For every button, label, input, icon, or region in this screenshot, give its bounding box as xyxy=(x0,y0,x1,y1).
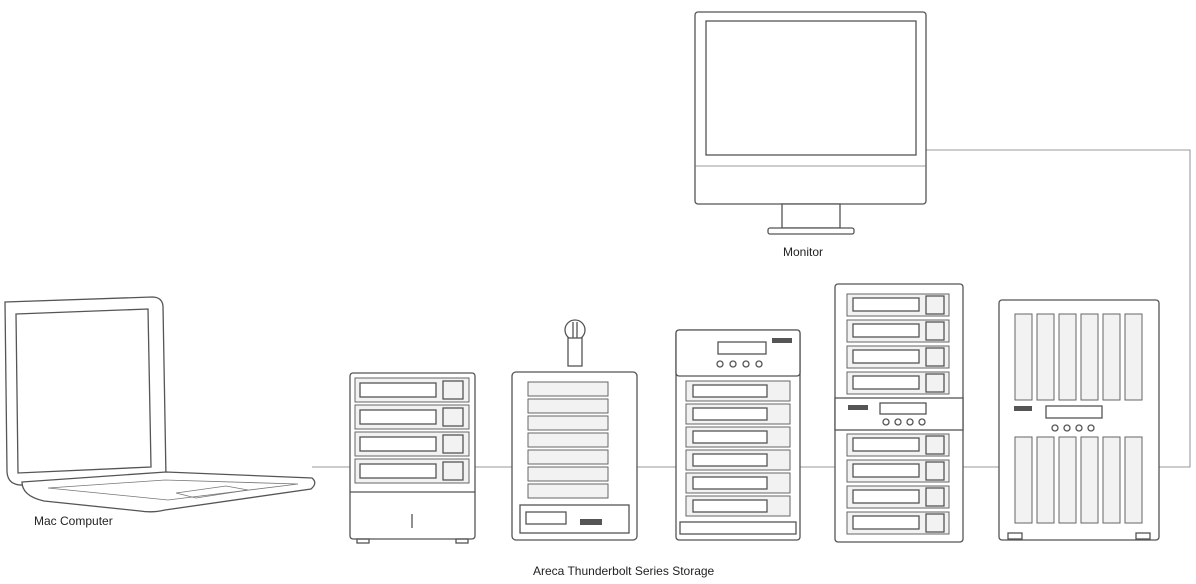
storage-6bay-lcd-device xyxy=(675,329,801,541)
cable-12bay-to-monitor xyxy=(926,149,1191,468)
cables xyxy=(312,149,1191,468)
mac-computer-label: Mac Computer xyxy=(34,514,113,528)
monitor-device xyxy=(694,11,927,235)
storage-12bay-device xyxy=(998,299,1160,541)
storage-series-label: Areca Thunderbolt Series Storage xyxy=(533,564,715,578)
storage-8bay-device xyxy=(834,283,964,543)
storage-6bay-handle-device xyxy=(511,319,638,541)
mac-laptop-device xyxy=(4,296,316,513)
monitor-label: Monitor xyxy=(783,245,824,259)
storage-4bay-device xyxy=(349,372,476,544)
